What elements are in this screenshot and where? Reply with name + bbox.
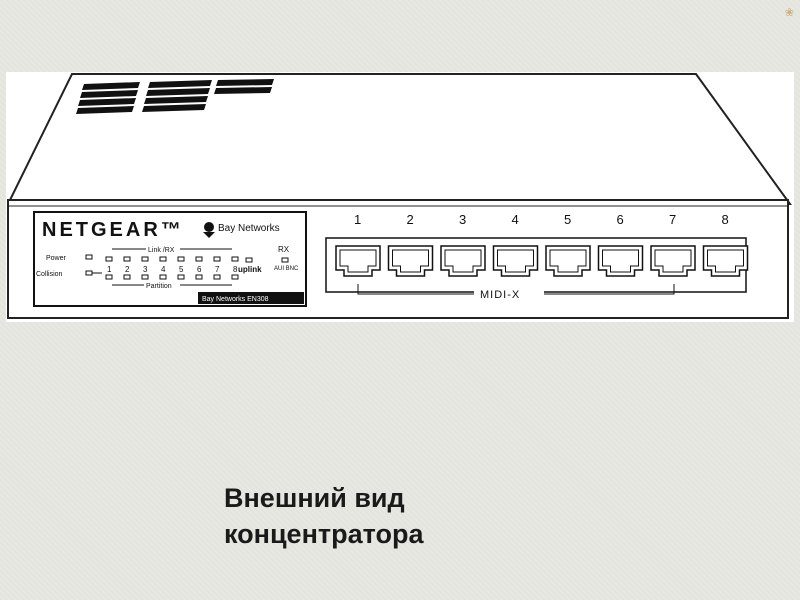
port-number: 5 xyxy=(564,212,571,227)
partition-label: Partition xyxy=(146,283,172,290)
brand-logo: NETGEAR™ xyxy=(42,219,184,241)
partition-led xyxy=(177,274,185,280)
link-rx-label: Link /RX xyxy=(148,247,175,254)
port-number-row: 1 2 3 4 5 6 7 8 xyxy=(354,212,729,227)
led-number: 6 xyxy=(197,265,202,274)
hub-illustration: NETGEAR™ Bay Networks Link /RX RX Power … xyxy=(6,72,794,322)
midi-x-label: MIDI-X xyxy=(480,289,520,301)
rj45-port xyxy=(492,245,539,277)
rj45-ports xyxy=(335,245,749,277)
uplink-led xyxy=(245,257,253,263)
port-number: 2 xyxy=(407,212,414,227)
port-number: 4 xyxy=(512,212,519,227)
partition-led xyxy=(213,274,221,280)
uplink-label: uplink xyxy=(238,265,262,274)
rx-label: RX xyxy=(278,245,290,254)
link-rx-led xyxy=(141,256,149,262)
port-number: 1 xyxy=(354,212,361,227)
aui-bnc-label: AUI BNC xyxy=(274,266,299,272)
partner-name: Bay Networks xyxy=(218,223,280,234)
partition-led xyxy=(195,274,203,280)
link-rx-led xyxy=(213,256,221,262)
rj45-port xyxy=(597,245,644,277)
collision-label: Collision xyxy=(36,271,63,278)
partition-led xyxy=(123,274,131,280)
rx-led xyxy=(281,257,289,263)
rj45-port xyxy=(702,245,749,277)
partition-leds xyxy=(105,274,239,280)
led-number: 5 xyxy=(179,265,184,274)
rj45-port xyxy=(545,245,591,277)
port-number: 8 xyxy=(722,212,729,227)
flower-ornament-icon: ❀ xyxy=(784,6,794,19)
link-rx-led xyxy=(105,256,113,262)
model-strip-text: Bay Networks EN308 xyxy=(202,296,269,303)
port-number: 7 xyxy=(669,212,676,227)
led-number: 3 xyxy=(143,265,148,274)
caption-line-2: концентратора xyxy=(224,519,424,549)
vent-slots xyxy=(76,79,274,114)
link-rx-led xyxy=(231,256,239,262)
led-number: 4 xyxy=(161,265,166,274)
label-plate xyxy=(33,211,307,307)
link-rx-led xyxy=(123,256,131,262)
partition-led xyxy=(105,274,113,280)
rj45-port xyxy=(387,245,434,277)
port-number: 3 xyxy=(459,212,466,227)
rj45-port xyxy=(440,245,486,277)
led-number: 2 xyxy=(125,265,130,274)
power-label: Power xyxy=(46,255,67,262)
caption-line-1: Внешний вид xyxy=(224,483,405,513)
link-rx-led xyxy=(177,256,185,262)
link-rx-led xyxy=(159,256,167,262)
port-number: 6 xyxy=(617,212,624,227)
model-strip xyxy=(198,292,304,304)
led-number: 8 xyxy=(233,265,238,274)
slide-caption: Внешний вид концентратора xyxy=(224,480,423,552)
rj45-port xyxy=(650,245,696,277)
led-number: 7 xyxy=(215,265,220,274)
bay-networks-logo-icon xyxy=(203,222,215,238)
led-number: 1 xyxy=(107,265,112,274)
led-number-row: 1 2 3 4 5 6 7 8 xyxy=(107,265,238,274)
partition-led xyxy=(159,274,167,280)
partition-led xyxy=(141,274,149,280)
power-led xyxy=(85,254,93,260)
partition-led xyxy=(231,274,239,280)
link-rx-led xyxy=(195,256,203,262)
link-rx-leds xyxy=(105,256,239,262)
rj45-port xyxy=(335,245,381,277)
